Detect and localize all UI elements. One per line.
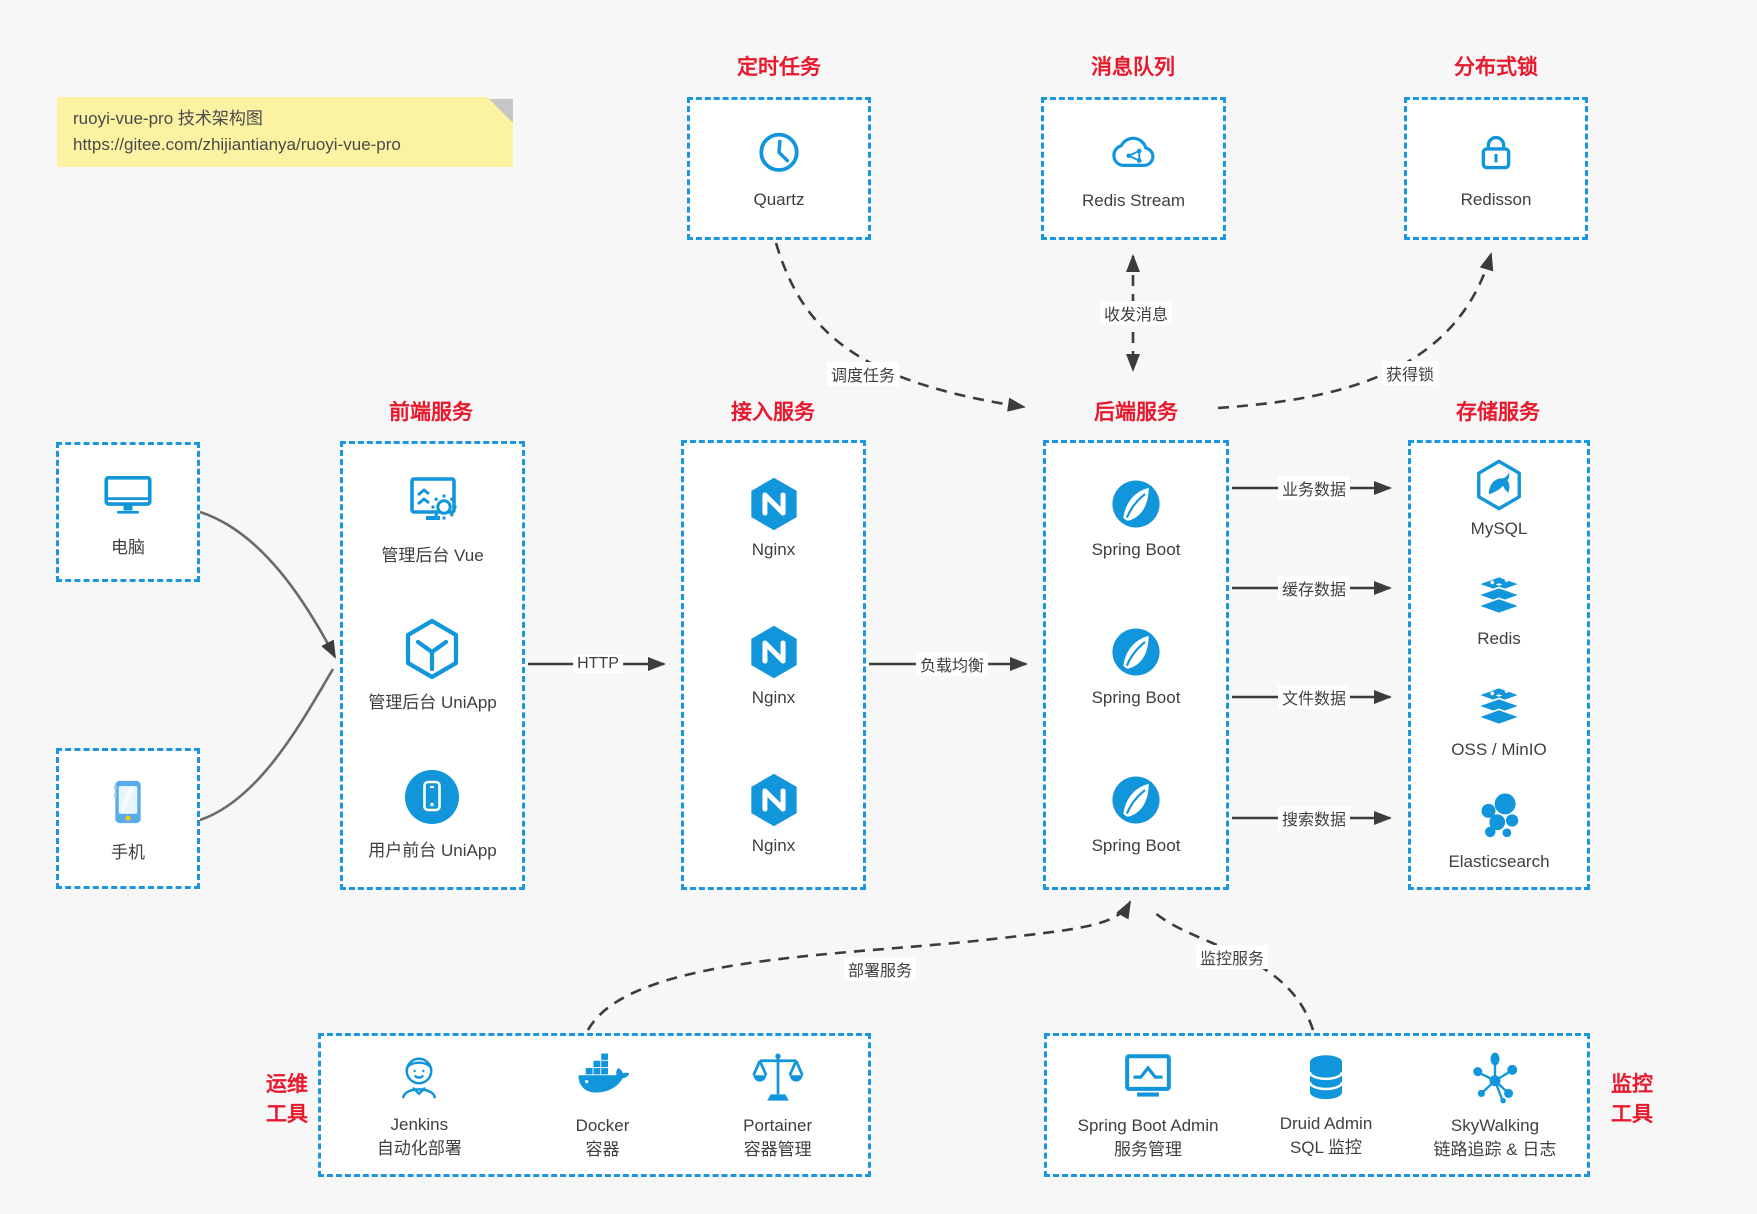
edge-pc-to-frontend bbox=[199, 510, 337, 659]
storage-item-redis: Redis bbox=[1472, 568, 1526, 649]
box-gateway-services: Nginx Nginx Nginx bbox=[681, 440, 866, 890]
uniapp-cube-icon bbox=[406, 619, 459, 680]
gateway-item-nginx-3: Nginx bbox=[745, 771, 803, 856]
box-redis-stream: Redis Stream bbox=[1041, 97, 1226, 240]
phone-label: 手机 bbox=[111, 842, 145, 862]
edge-phone-to-frontend bbox=[199, 668, 335, 822]
box-backend-services: Spring Boot Spring Boot Spring Boot bbox=[1043, 440, 1229, 890]
box-frontend-services: 管理后台 Vue 管理后台 UniApp 用户前台 UniApp bbox=[340, 441, 525, 890]
skywalking-icon bbox=[1473, 1052, 1518, 1103]
label-ops-tools: 运维 工具 bbox=[266, 1073, 308, 1126]
backend-item-spring-2: Spring Boot bbox=[1092, 623, 1180, 708]
label-monitor-tools: 监控 工具 bbox=[1611, 1073, 1653, 1126]
edge-label-cache: 缓存数据 bbox=[1277, 576, 1351, 600]
storage-item-oss-minio: OSS / MinIO bbox=[1451, 679, 1547, 760]
spring-boot-icon bbox=[1112, 627, 1160, 676]
edge-label-monitor: 监控服务 bbox=[1195, 945, 1269, 969]
monitor-gear-icon bbox=[409, 477, 456, 520]
box-phone-client: 手机 bbox=[56, 748, 200, 889]
lock-icon bbox=[1481, 135, 1511, 170]
redisson-label: Redisson bbox=[1460, 190, 1532, 209]
edge-label-search: 搜索数据 bbox=[1277, 806, 1351, 830]
frontend-item-user-uniapp: 用户前台 UniApp bbox=[368, 765, 497, 861]
nginx-icon bbox=[750, 625, 797, 678]
spring-boot-icon bbox=[1112, 775, 1160, 824]
ops-item-jenkins: Jenkins 自动化部署 bbox=[377, 1050, 462, 1161]
edge-label-http: HTTP bbox=[573, 655, 623, 673]
jenkins-icon bbox=[402, 1057, 437, 1098]
gateway-item-nginx-1: Nginx bbox=[745, 475, 803, 560]
redis-stream-label: Redis Stream bbox=[1082, 191, 1185, 210]
redis-icon bbox=[1477, 575, 1521, 615]
nginx-icon bbox=[750, 477, 797, 530]
monitor-item-sba: Spring Boot Admin 服务管理 bbox=[1078, 1049, 1218, 1162]
edge-label-load-balance: 负载均衡 bbox=[915, 652, 989, 676]
frontend-item-admin-uniapp: 管理后台 UniApp bbox=[368, 617, 497, 713]
box-storage-services: MySQL Redis bbox=[1408, 440, 1590, 890]
edge-label-deploy: 部署服务 bbox=[843, 957, 917, 981]
note-title: ruoyi-vue-pro 技术架构图 bbox=[73, 109, 263, 128]
box-pc-client: 电脑 bbox=[56, 442, 200, 582]
box-quartz: Quartz bbox=[687, 97, 871, 240]
edge-label-schedule: 调度任务 bbox=[826, 362, 900, 386]
elasticsearch-icon bbox=[1481, 793, 1519, 838]
mysql-icon bbox=[1477, 459, 1521, 511]
spring-boot-admin-icon bbox=[1125, 1053, 1171, 1097]
title-gateway-services: 接入服务 bbox=[731, 401, 815, 424]
box-redisson: Redisson bbox=[1404, 97, 1588, 240]
portainer-scales-icon bbox=[751, 1053, 804, 1101]
pc-label: 电脑 bbox=[111, 538, 145, 557]
backend-item-spring-1: Spring Boot bbox=[1092, 475, 1180, 560]
edge-label-file: 文件数据 bbox=[1277, 685, 1351, 709]
note-url: https://gitee.com/zhijiantianya/ruoyi-vu… bbox=[73, 135, 401, 154]
sticky-note: ruoyi-vue-pro 技术架构图 https://gitee.com/zh… bbox=[57, 97, 513, 167]
edge-get-lock bbox=[1217, 252, 1494, 410]
box-ops-tools: Jenkins 自动化部署 Docker 容器 bbox=[318, 1033, 871, 1177]
spring-boot-icon bbox=[1112, 479, 1160, 528]
title-storage-services: 存储服务 bbox=[1456, 401, 1540, 424]
title-backend-services: 后端服务 bbox=[1094, 401, 1178, 424]
storage-item-elasticsearch: Elasticsearch bbox=[1448, 789, 1550, 872]
nginx-icon bbox=[750, 773, 797, 826]
edge-deploy-service bbox=[586, 900, 1132, 1031]
clock-icon bbox=[759, 132, 799, 172]
title-message-queue: 消息队列 bbox=[1091, 56, 1175, 79]
monitor-item-druid: Druid Admin SQL 监控 bbox=[1280, 1051, 1372, 1160]
ops-item-portainer: Portainer 容器管理 bbox=[743, 1049, 812, 1162]
edge-schedule-task bbox=[774, 242, 1026, 412]
note-fold-corner-icon bbox=[487, 97, 513, 123]
monitor-item-skywalking: SkyWalking 链路追踪 & 日志 bbox=[1434, 1049, 1556, 1162]
title-frontend-services: 前端服务 bbox=[389, 401, 473, 424]
quartz-label: Quartz bbox=[753, 190, 805, 209]
title-distributed-lock: 分布式锁 bbox=[1454, 56, 1538, 79]
cloud-queue-icon bbox=[1111, 136, 1154, 167]
oss-minio-icon bbox=[1477, 686, 1521, 726]
smartphone-icon bbox=[114, 780, 141, 823]
edge-monitor-service bbox=[1153, 911, 1315, 1031]
title-scheduled-task: 定时任务 bbox=[737, 56, 821, 79]
desktop-icon bbox=[104, 475, 152, 514]
backend-item-spring-3: Spring Boot bbox=[1092, 771, 1180, 856]
druid-database-icon bbox=[1308, 1054, 1344, 1099]
ops-item-docker: Docker 容器 bbox=[574, 1049, 632, 1162]
mobile-app-icon bbox=[405, 770, 460, 825]
gateway-item-nginx-2: Nginx bbox=[745, 623, 803, 708]
frontend-item-admin-vue: 管理后台 Vue bbox=[381, 470, 484, 566]
docker-icon bbox=[578, 1053, 629, 1092]
storage-item-mysql: MySQL bbox=[1471, 458, 1527, 539]
box-monitor-tools: Spring Boot Admin 服务管理 Druid Admin bbox=[1044, 1033, 1590, 1177]
edge-label-message: 收发消息 bbox=[1099, 301, 1173, 325]
edge-label-business: 业务数据 bbox=[1277, 476, 1351, 500]
edge-label-lock: 获得锁 bbox=[1381, 361, 1439, 385]
